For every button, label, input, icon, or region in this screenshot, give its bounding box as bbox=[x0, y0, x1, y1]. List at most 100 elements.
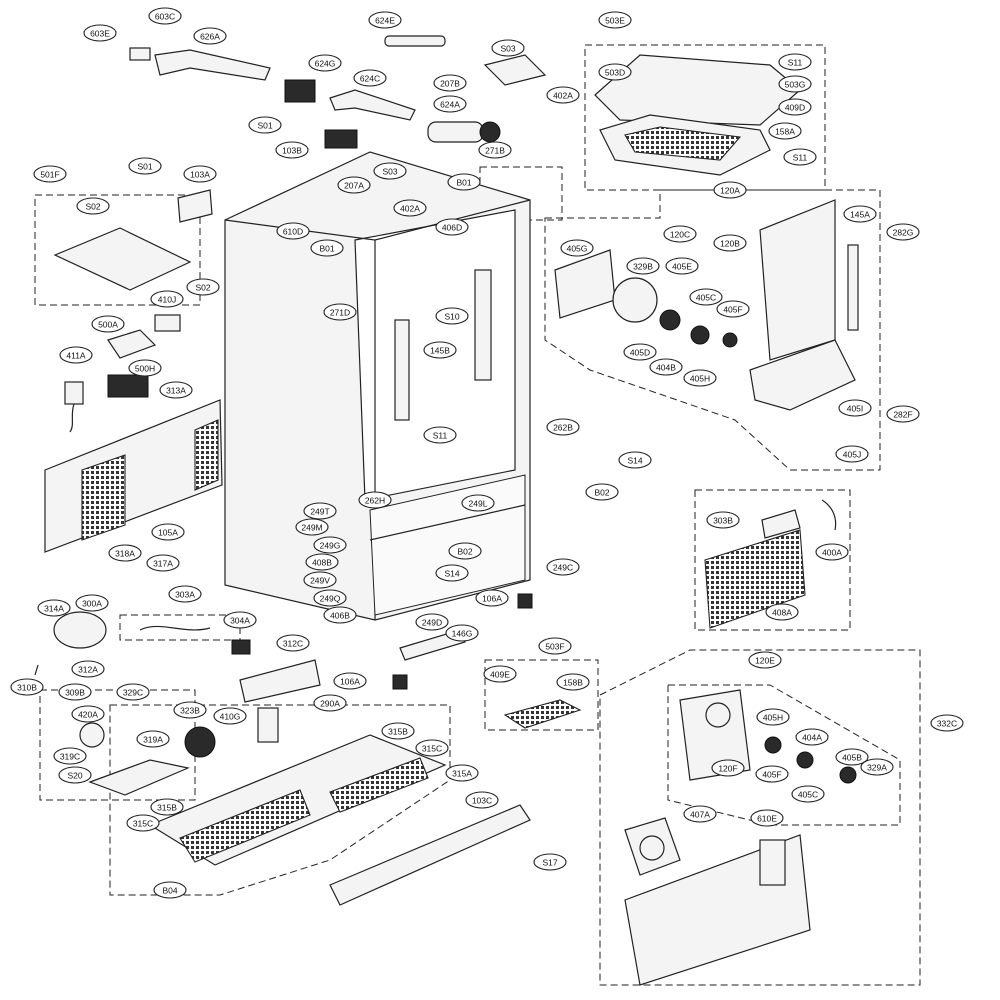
callout-411a: 411A bbox=[59, 346, 93, 364]
callout-text: 313A bbox=[166, 386, 186, 396]
callout-315a: 315A bbox=[445, 764, 479, 782]
callout-405h: 405H bbox=[683, 369, 717, 387]
callout-text: 405B bbox=[842, 753, 862, 763]
callout-282f: 282F bbox=[886, 405, 920, 423]
callout-text: 405H bbox=[763, 713, 783, 723]
callout-text: 315C bbox=[422, 744, 442, 754]
callout-text: 400A bbox=[822, 548, 842, 558]
callout-text: 315B bbox=[157, 803, 177, 813]
callout-406b: 406B bbox=[323, 606, 357, 624]
callout-text: S02 bbox=[195, 283, 210, 293]
callout-text: 402A bbox=[400, 204, 420, 214]
callout-text: 120E bbox=[755, 656, 775, 666]
callout-120f: 120F bbox=[711, 759, 745, 777]
callout-319c: 319C bbox=[53, 747, 87, 765]
callout-text: B02 bbox=[594, 488, 609, 498]
callout-405e: 405E bbox=[665, 257, 699, 275]
callout-329b: 329B bbox=[626, 257, 660, 275]
callout-text: 405C bbox=[696, 293, 716, 303]
callout-text: 120F bbox=[718, 764, 737, 774]
callout-text: S14 bbox=[444, 569, 459, 579]
callout-text: 503G bbox=[785, 80, 806, 90]
callout-text: 318A bbox=[115, 549, 135, 559]
callout-303a: 303A bbox=[168, 585, 202, 603]
callout-text: 405G bbox=[567, 244, 588, 254]
capacitor-410G bbox=[257, 707, 279, 743]
callout-text: B01 bbox=[456, 178, 471, 188]
callout-312c: 312C bbox=[276, 634, 310, 652]
callout-text: 408B bbox=[312, 558, 332, 568]
callout-407a: 407A bbox=[683, 805, 717, 823]
callout-text: 408A bbox=[772, 608, 792, 618]
callout-text: 145B bbox=[430, 346, 450, 356]
callout-405g: 405G bbox=[560, 239, 594, 257]
callout-s02: S02 bbox=[186, 278, 220, 296]
callout-text: 315C bbox=[133, 819, 153, 829]
callout-text: 290A bbox=[320, 699, 340, 709]
callout-500a: 500A bbox=[91, 315, 125, 333]
callout-text: 626A bbox=[200, 32, 220, 42]
callout-b02: B02 bbox=[448, 542, 482, 560]
fan-407A bbox=[624, 817, 681, 876]
callout-408b: 408B bbox=[305, 553, 339, 571]
callout-b01: B01 bbox=[447, 173, 481, 191]
ice-module-503E bbox=[594, 54, 801, 176]
callout-text: S14 bbox=[627, 456, 642, 466]
callout-text: 405D bbox=[630, 348, 650, 358]
callout-249g: 249G bbox=[313, 536, 347, 554]
callout-262b: 262B bbox=[546, 418, 580, 436]
callout-s03: S03 bbox=[373, 162, 407, 180]
motor-420A bbox=[79, 722, 105, 748]
evaporator-303B bbox=[704, 499, 837, 629]
callout-text: S02 bbox=[85, 202, 100, 212]
callout-282g: 282G bbox=[886, 223, 920, 241]
callout-120a: 120A bbox=[713, 181, 747, 199]
callout-text: 120B bbox=[720, 239, 740, 249]
callout-503f: 503F bbox=[538, 637, 572, 655]
callout-314a: 314A bbox=[37, 599, 71, 617]
callout-text: 405F bbox=[723, 305, 742, 315]
callout-315c: 315C bbox=[126, 814, 160, 832]
callout-405i: 405I bbox=[838, 399, 872, 417]
callout-text: 312A bbox=[78, 665, 98, 675]
callout-404a: 404A bbox=[795, 728, 829, 746]
callout-text: 624G bbox=[315, 59, 336, 69]
callout-text: 409E bbox=[490, 670, 510, 680]
callout-text: 406D bbox=[442, 223, 462, 233]
callout-501f: 501F bbox=[33, 165, 67, 183]
callout-420a: 420A bbox=[71, 705, 105, 723]
callout-text: 410J bbox=[158, 295, 176, 305]
callout-400a: 400A bbox=[815, 543, 849, 561]
callout-406d: 406D bbox=[435, 218, 469, 236]
callout-text: 207A bbox=[344, 181, 364, 191]
callout-500h: 500H bbox=[128, 359, 162, 377]
callout-120b: 120B bbox=[713, 234, 747, 252]
callout-text: 411A bbox=[66, 351, 86, 361]
callout-text: 407A bbox=[690, 810, 710, 820]
callout-text: 402A bbox=[553, 91, 573, 101]
callout-405c: 405C bbox=[689, 288, 723, 306]
callout-text: 319C bbox=[60, 752, 80, 762]
callout-404b: 404B bbox=[649, 358, 683, 376]
motor-624A bbox=[427, 121, 501, 143]
callout-120e: 120E bbox=[748, 651, 782, 669]
compressor-300A bbox=[34, 611, 107, 676]
callout-text: S03 bbox=[382, 167, 397, 177]
fan-cover-120F bbox=[679, 689, 751, 781]
callout-410g: 410G bbox=[213, 707, 247, 725]
callout-304a: 304A bbox=[223, 611, 257, 629]
callout-s11: S11 bbox=[783, 148, 817, 166]
cover-103B bbox=[324, 129, 358, 149]
callout-b02: B02 bbox=[585, 483, 619, 501]
callout-text: 405F bbox=[762, 770, 781, 780]
callout-text: B04 bbox=[162, 886, 177, 896]
callout-text: 319A bbox=[143, 735, 163, 745]
callout-text: 309B bbox=[65, 688, 85, 698]
callout-271d: 271D bbox=[323, 303, 357, 321]
callout-text: 405J bbox=[843, 450, 861, 460]
callout-319a: 319A bbox=[136, 730, 170, 748]
callout-text: 404A bbox=[802, 733, 822, 743]
callout-text: 304A bbox=[230, 616, 250, 626]
callout-b04: B04 bbox=[153, 881, 187, 899]
callout-103c: 103C bbox=[465, 791, 499, 809]
